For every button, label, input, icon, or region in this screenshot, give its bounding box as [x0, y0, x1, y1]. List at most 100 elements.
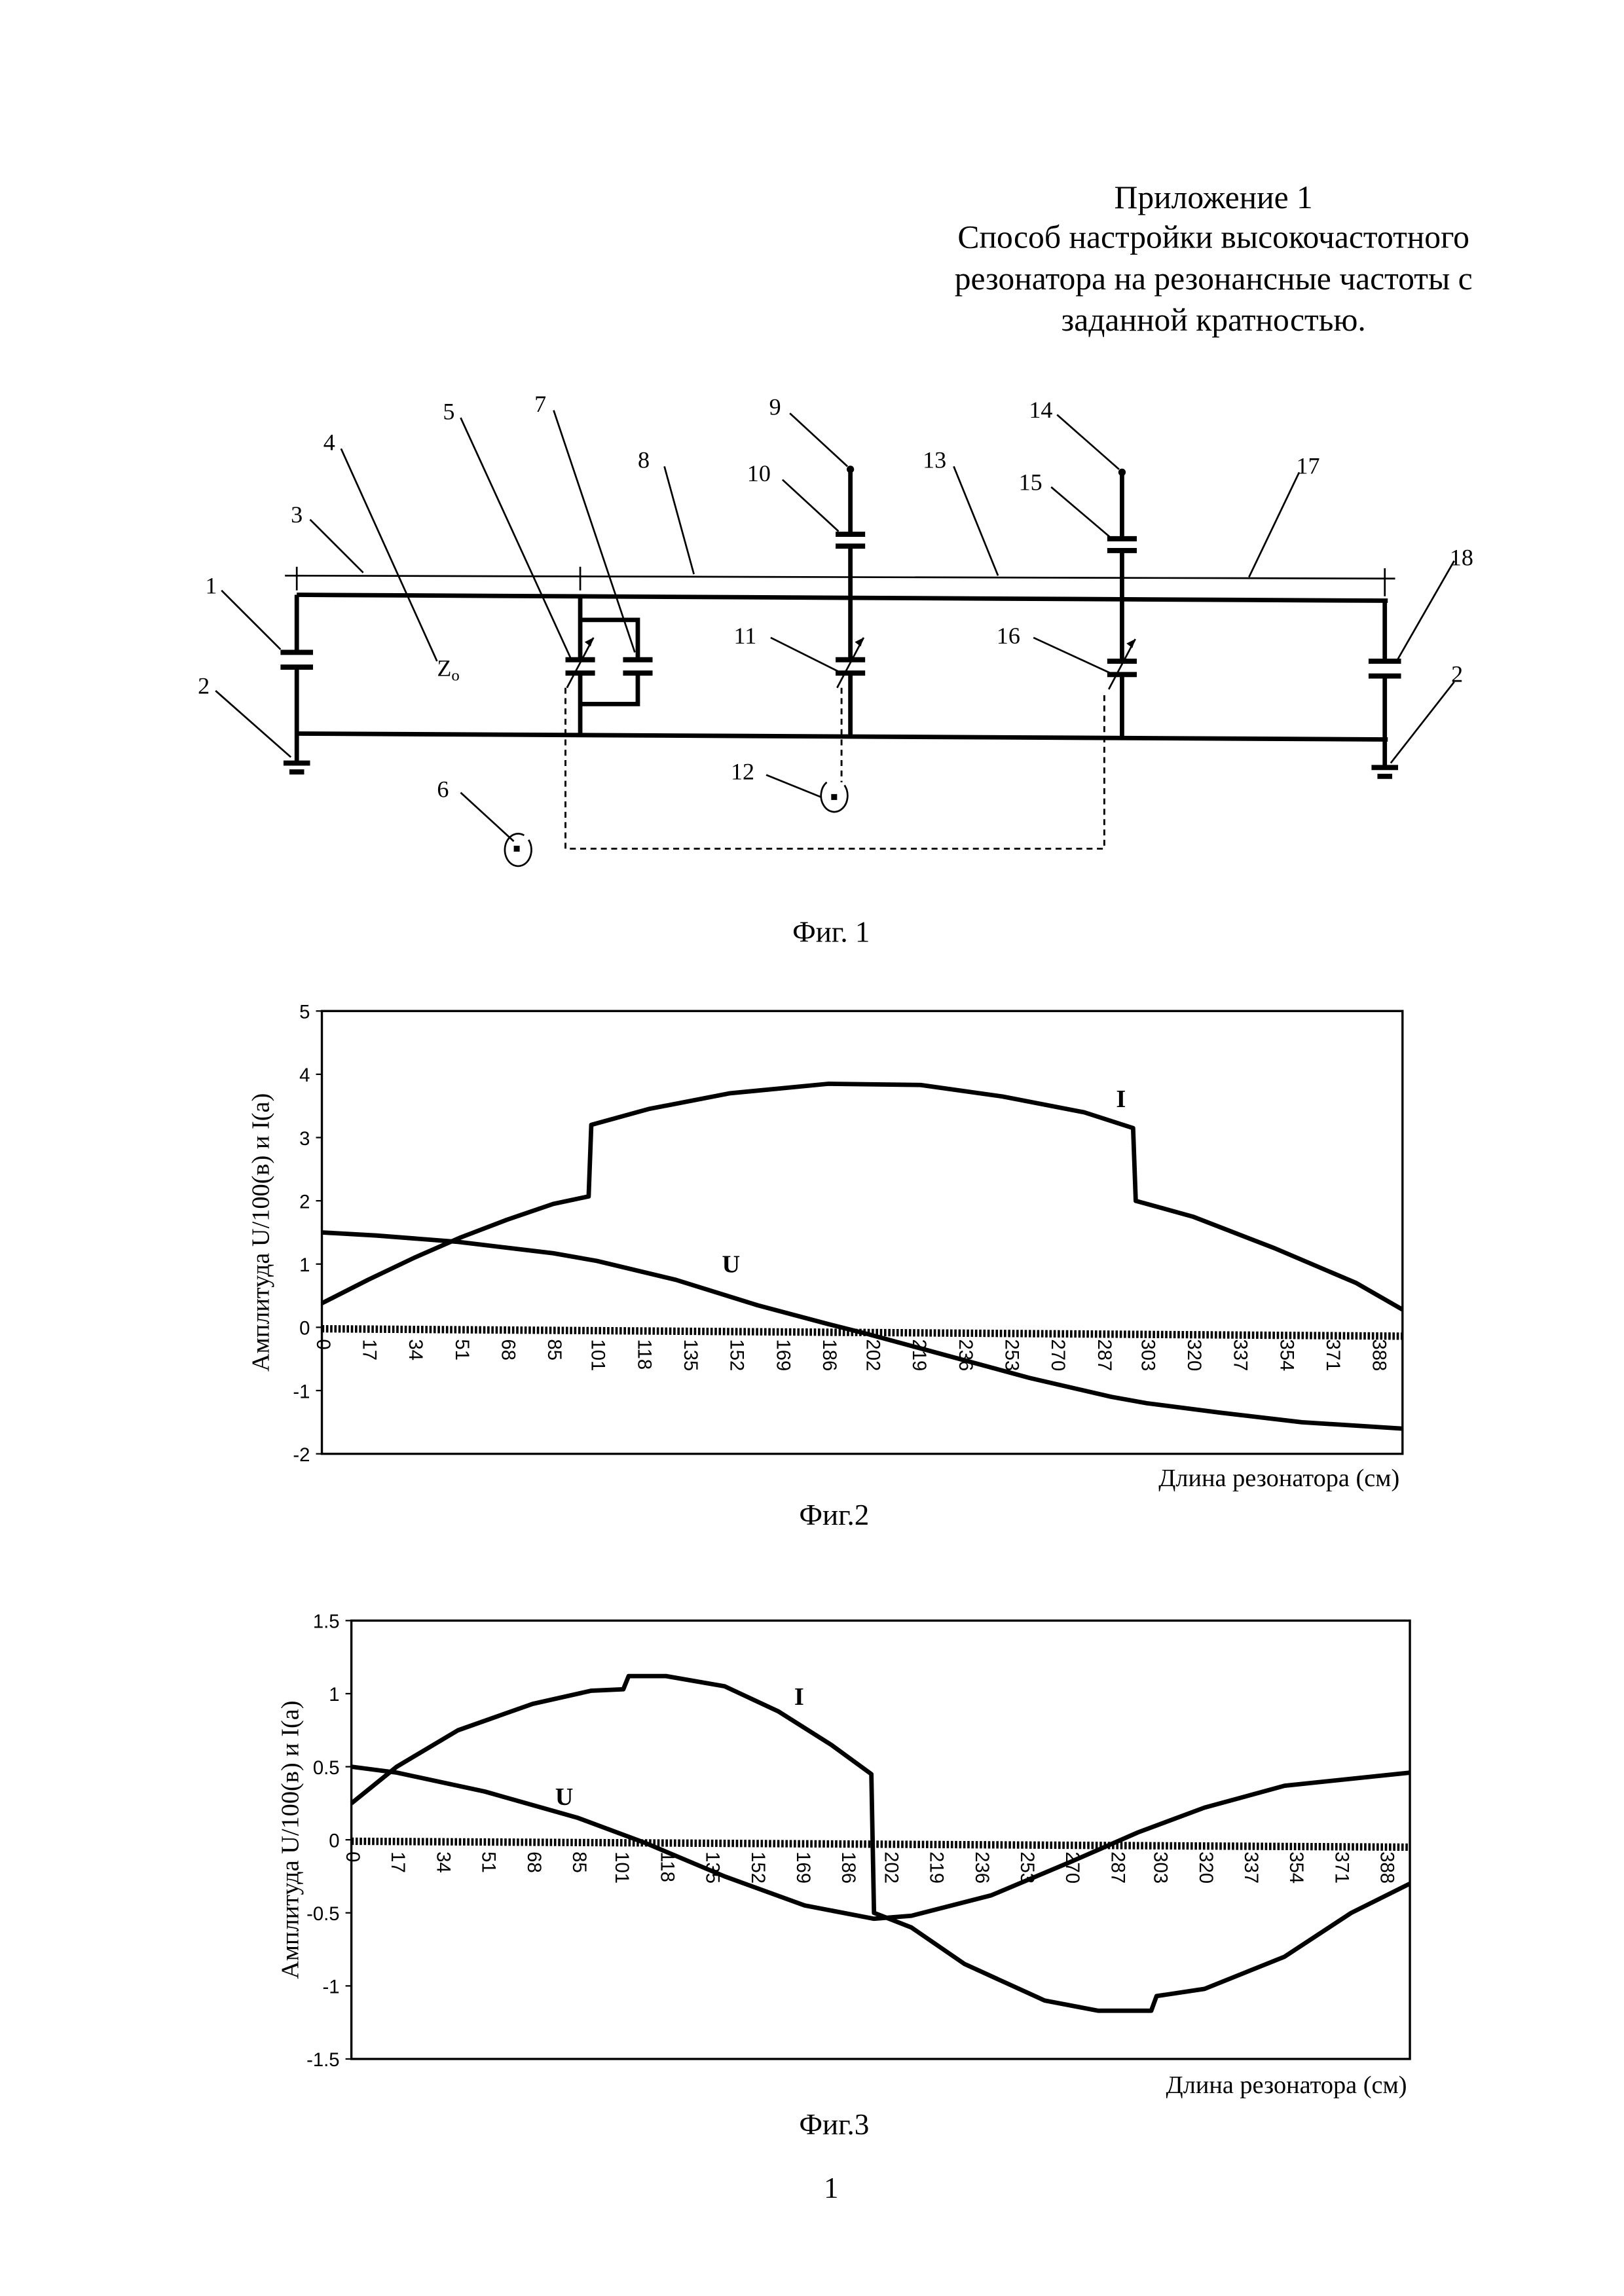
ground-right-icon [1371, 739, 1399, 779]
callout-12: 12 [731, 758, 754, 784]
header-line-2: Способ настройки высокочастотного [957, 219, 1469, 255]
dimension-line [285, 574, 1395, 580]
y-tick-label: 5 [299, 1002, 310, 1023]
x-tick-label: 68 [497, 1339, 519, 1360]
capacitor-7 [580, 617, 653, 706]
capacitor-18 [1368, 600, 1401, 740]
x-tick-label: 169 [772, 1339, 794, 1371]
x-tick-label: 34 [432, 1851, 454, 1873]
figure-1-caption: Фиг. 1 [792, 915, 870, 948]
y-tick-label: 1 [329, 1684, 339, 1705]
x-tick-label: 236 [955, 1339, 976, 1371]
x-tick-label: 337 [1230, 1339, 1251, 1371]
x-tick-label: 320 [1183, 1339, 1205, 1371]
x-tick-label: 152 [726, 1339, 748, 1371]
callout-16: 16 [997, 623, 1020, 649]
series-line-U [351, 1764, 1411, 1922]
callout-9: 9 [769, 393, 781, 420]
coupling-capacitor-10 [836, 465, 866, 598]
variable-capacitor-5 [565, 596, 595, 735]
callout-11: 11 [734, 623, 757, 649]
figure-caption: Фиг.2 [799, 1499, 869, 1531]
x-tick-label: 34 [405, 1339, 426, 1360]
x-tick-label: 135 [680, 1339, 701, 1371]
x-axis-title: Длина резонатора (см) [1166, 2071, 1407, 2099]
callout-5: 5 [443, 398, 454, 424]
x-tick-label: 371 [1331, 1851, 1352, 1884]
dimension-ticks [295, 566, 1386, 596]
callout-10: 10 [747, 460, 771, 486]
callout-7: 7 [534, 391, 546, 417]
rotary-knob-6-icon [504, 832, 532, 867]
x-tick-label: 101 [587, 1339, 609, 1371]
x-tick-label: 219 [926, 1851, 948, 1884]
series-label-I: I [794, 1683, 804, 1711]
y-tick-label: -1 [293, 1381, 310, 1402]
callout-2-right: 2 [1451, 661, 1463, 687]
x-tick-label: 186 [838, 1851, 859, 1884]
y-tick-label: -1.5 [306, 2049, 339, 2071]
y-tick-label: 0 [299, 1318, 310, 1339]
x-tick-label: 320 [1195, 1851, 1217, 1884]
page-number: 1 [824, 2172, 839, 2204]
x-tick-label: 270 [1047, 1339, 1069, 1371]
x-tick-label: 253 [1001, 1339, 1022, 1371]
callout-17: 17 [1296, 453, 1320, 479]
y-tick-label: 1 [299, 1254, 310, 1276]
figure-1-circuit: 1 2 3 4 5 6 7 8 9 10 11 12 13 14 15 16 1… [198, 391, 1473, 948]
header: Приложение 1 Способ настройки высокочаст… [955, 179, 1473, 338]
x-tick-label: 337 [1240, 1851, 1262, 1884]
bottom-rail [297, 731, 1388, 742]
x-axis-title: Длина резонатора (см) [1158, 1465, 1399, 1492]
x-tick-label: 85 [568, 1851, 590, 1873]
y-axis-title: Амплитуда U/100(в) и I(а) [247, 1093, 274, 1372]
ground-left-icon [283, 733, 310, 775]
top-rail [297, 592, 1388, 603]
header-line-4: заданной кратностью. [1061, 302, 1366, 338]
x-tick-label: 371 [1322, 1339, 1344, 1371]
x-tick-label: 287 [1107, 1851, 1128, 1884]
y-tick-label: 0 [329, 1830, 339, 1851]
callout-14: 14 [1029, 397, 1052, 423]
series-label-U: U [555, 1783, 574, 1811]
x-tick-label: 0 [312, 1339, 334, 1349]
callout-3: 3 [291, 501, 303, 528]
coupling-capacitor-15 [1107, 468, 1137, 600]
callout-labels: 1 2 3 4 5 6 7 8 9 10 11 12 13 14 15 16 1… [198, 391, 1473, 802]
header-line-3: резонатора на резонансные частоты с [955, 261, 1473, 297]
x-tick-label: 17 [387, 1851, 409, 1873]
plot-area [320, 1010, 1404, 1455]
x-tick-label: 152 [747, 1851, 769, 1884]
y-tick-label: 3 [299, 1128, 310, 1150]
y-tick-label: -2 [293, 1444, 310, 1466]
x-tick-label: 186 [819, 1339, 840, 1371]
callout-8: 8 [638, 447, 650, 473]
callout-1: 1 [205, 572, 217, 598]
tuning-linkage-dashed [564, 687, 1105, 850]
x-tick-label: 51 [451, 1339, 473, 1360]
leader-lines [215, 410, 1455, 843]
x-tick-label: 287 [1094, 1339, 1115, 1371]
figure-caption: Фиг.3 [799, 2108, 869, 2141]
header-line-1: Приложение 1 [1115, 179, 1313, 215]
y-axis-title: Амплитуда U/100(в) и I(а) [276, 1700, 304, 1978]
x-tick-label: 85 [544, 1339, 565, 1360]
y-tick-label: 2 [299, 1191, 310, 1212]
variable-capacitor-11 [836, 598, 866, 737]
x-tick-label: 118 [633, 1339, 655, 1370]
x-tick-label: 388 [1369, 1339, 1390, 1371]
x-tick-label: 51 [478, 1851, 500, 1873]
capacitor-1 [280, 594, 314, 734]
x-tick-label: 354 [1276, 1339, 1297, 1371]
x-tick-label: 388 [1376, 1851, 1398, 1884]
series-line-I [350, 1673, 1411, 2013]
x-tick-label: 68 [523, 1851, 545, 1873]
variable-capacitor-16 [1107, 599, 1137, 738]
series-label-I: I [1116, 1085, 1126, 1113]
series-line-U [322, 1230, 1403, 1431]
y-tick-label: 0.5 [313, 1757, 340, 1779]
callout-18: 18 [1450, 544, 1473, 570]
